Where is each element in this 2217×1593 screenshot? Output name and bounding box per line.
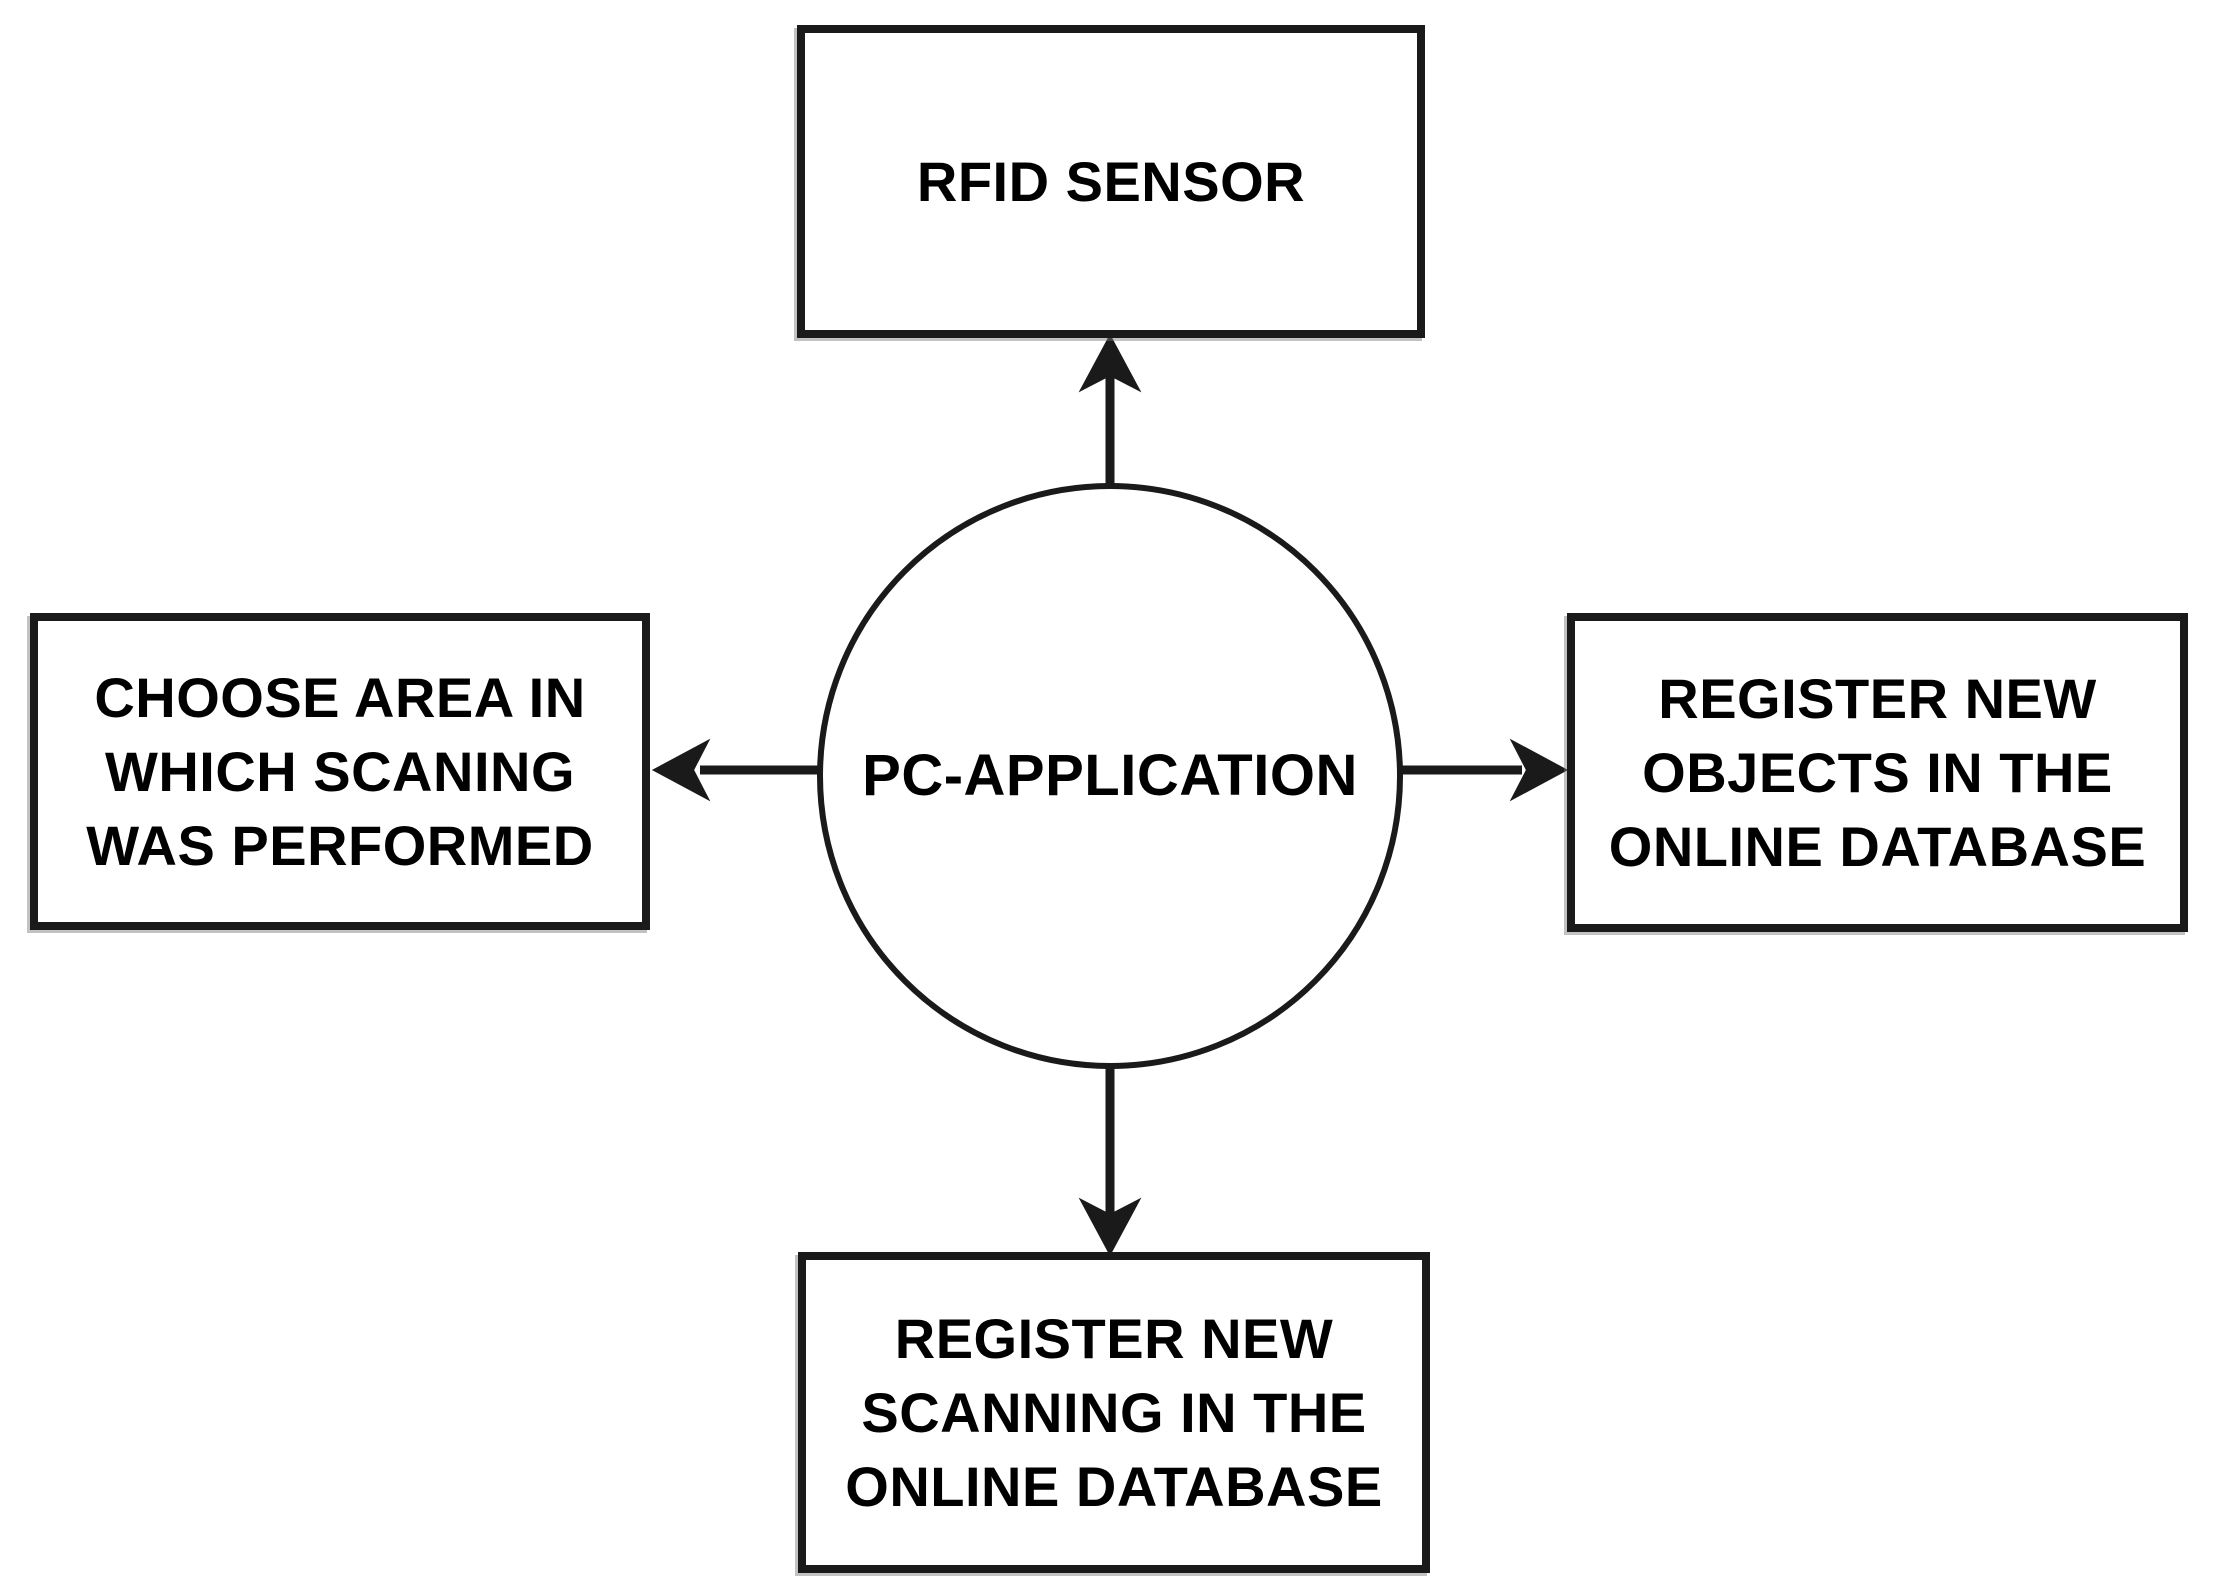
node-rfid-sensor: RFID SENSOR — [797, 25, 1425, 338]
node-pc-application-label: PC-APPLICATION — [862, 743, 1358, 808]
node-pc-application: PC-APPLICATION — [817, 483, 1403, 1069]
arrow-to-choose-area — [651, 738, 838, 802]
node-register-scanning-label: REGISTER NEW SCANNING IN THE ONLINE DATA… — [845, 1306, 1383, 1518]
node-register-scanning: REGISTER NEW SCANNING IN THE ONLINE DATA… — [798, 1252, 1430, 1573]
arrow-to-register-scanning — [1078, 1050, 1142, 1257]
arrow-to-register-objects — [1384, 738, 1569, 802]
node-choose-area-label: CHOOSE AREA IN WHICH SCANING WAS PERFORM… — [86, 665, 594, 877]
arrow-to-rfid-sensor — [1078, 333, 1142, 500]
node-rfid-sensor-label: RFID SENSOR — [916, 149, 1306, 213]
node-register-objects-label: REGISTER NEW OBJECTS IN THE ONLINE DATAB… — [1608, 666, 2147, 878]
node-register-objects: REGISTER NEW OBJECTS IN THE ONLINE DATAB… — [1567, 613, 2188, 932]
node-choose-area: CHOOSE AREA IN WHICH SCANING WAS PERFORM… — [30, 613, 650, 930]
